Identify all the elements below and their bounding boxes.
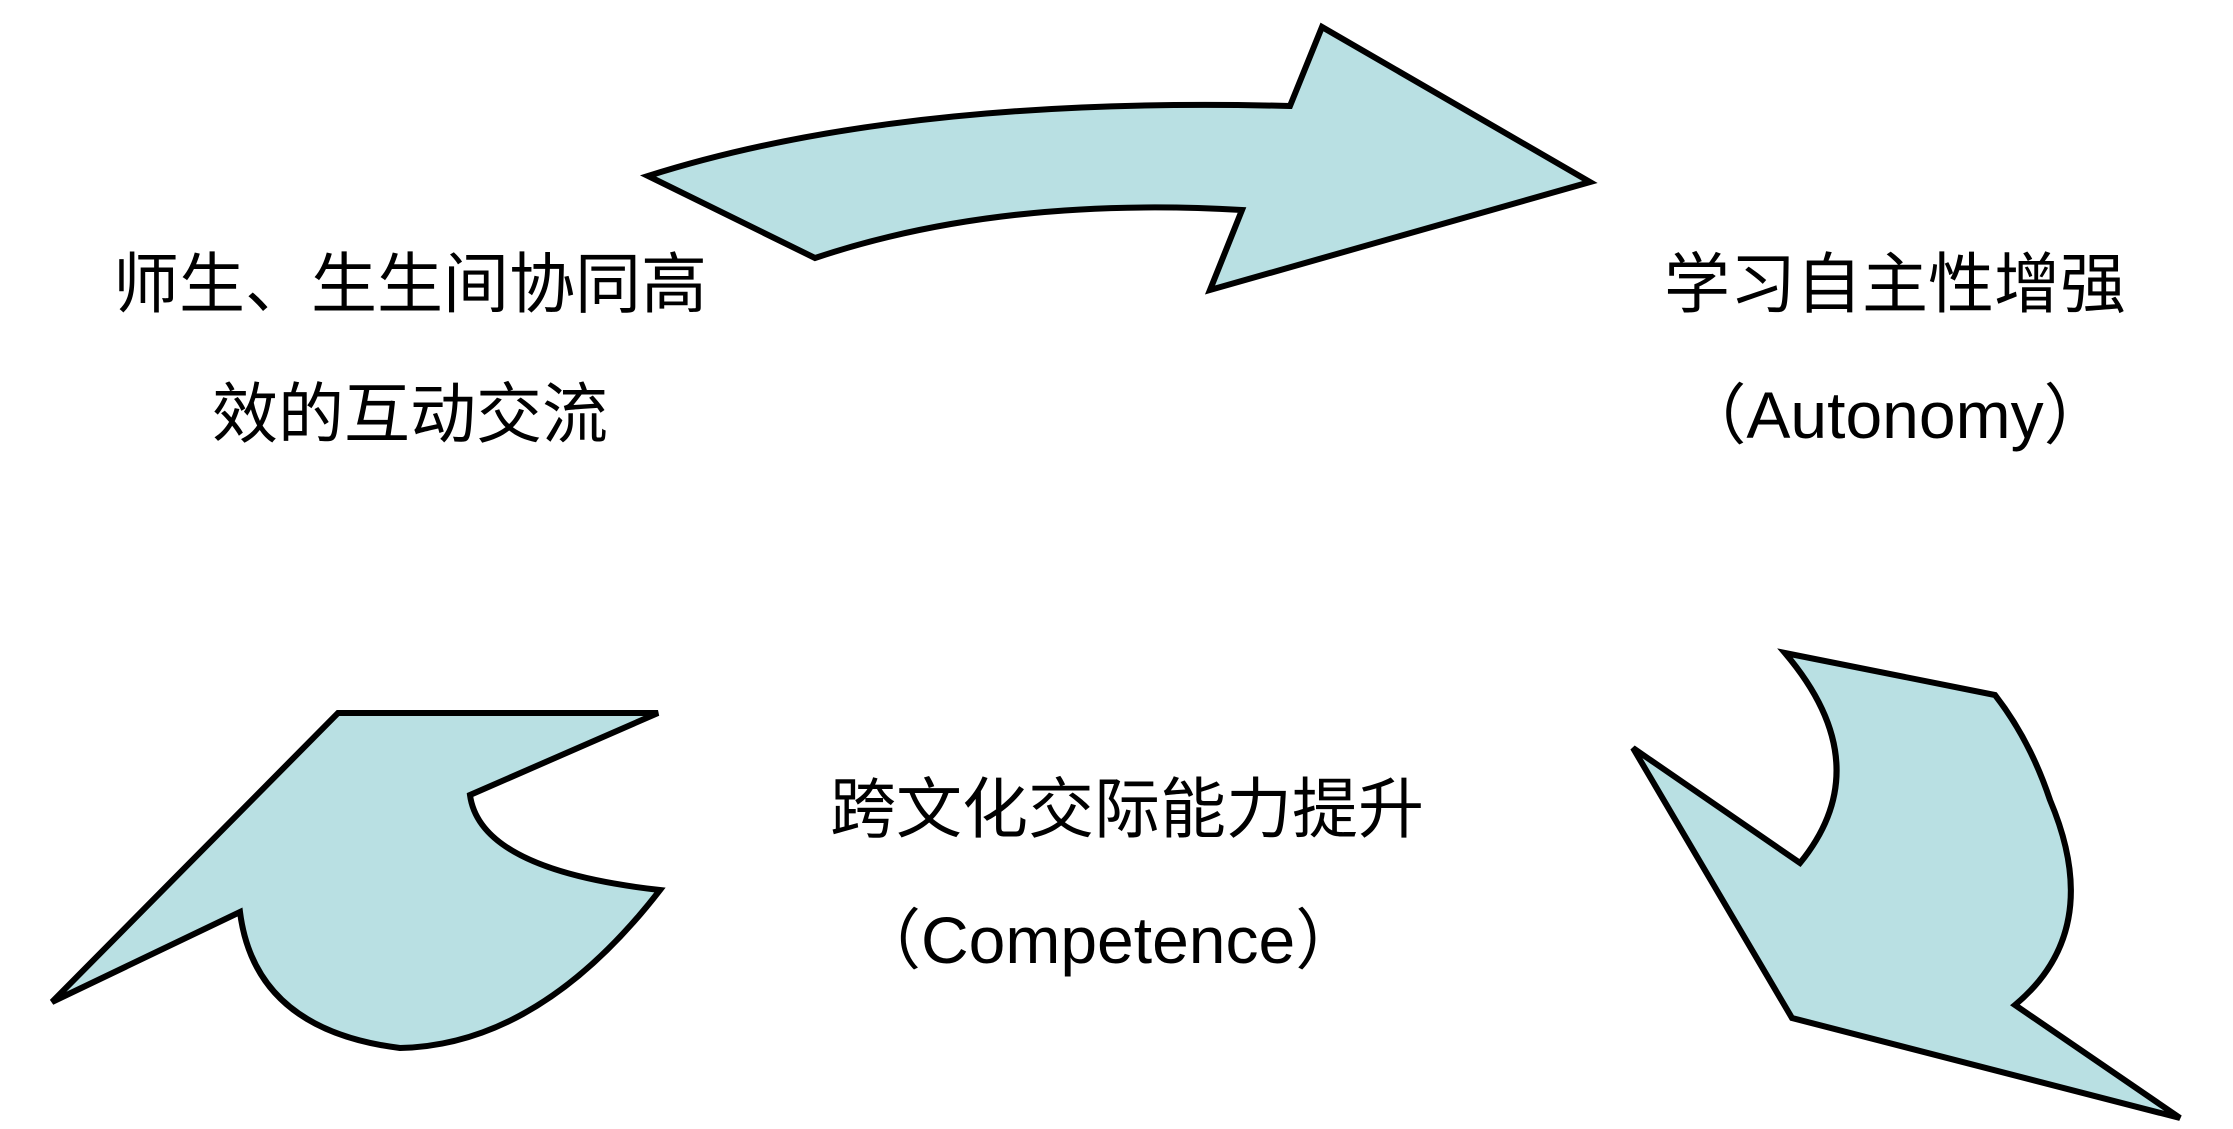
- node-competence-line2: （Competence）: [855, 903, 1362, 977]
- node-competence: 跨文化交际能力提升 （Competence）: [830, 745, 1450, 1005]
- arrow-interaction-to-autonomy: [639, 22, 1598, 295]
- node-interaction: 师生、生生间协同高 效的互动交流: [100, 220, 720, 480]
- node-autonomy: 学习自主性增强 （Autonomy）: [1630, 220, 2160, 480]
- node-competence-line1: 跨文化交际能力提升: [830, 771, 1424, 848]
- arrow-competence-to-interaction: [49, 710, 666, 1052]
- arrow-autonomy-to-competence: [1630, 648, 2182, 1121]
- node-autonomy-line2: （Autonomy）: [1680, 378, 2110, 452]
- node-interaction-line2: 效的互动交流: [212, 376, 608, 453]
- node-autonomy-line1: 学习自主性增强: [1664, 246, 2126, 323]
- node-interaction-line1: 师生、生生间协同高: [113, 246, 707, 323]
